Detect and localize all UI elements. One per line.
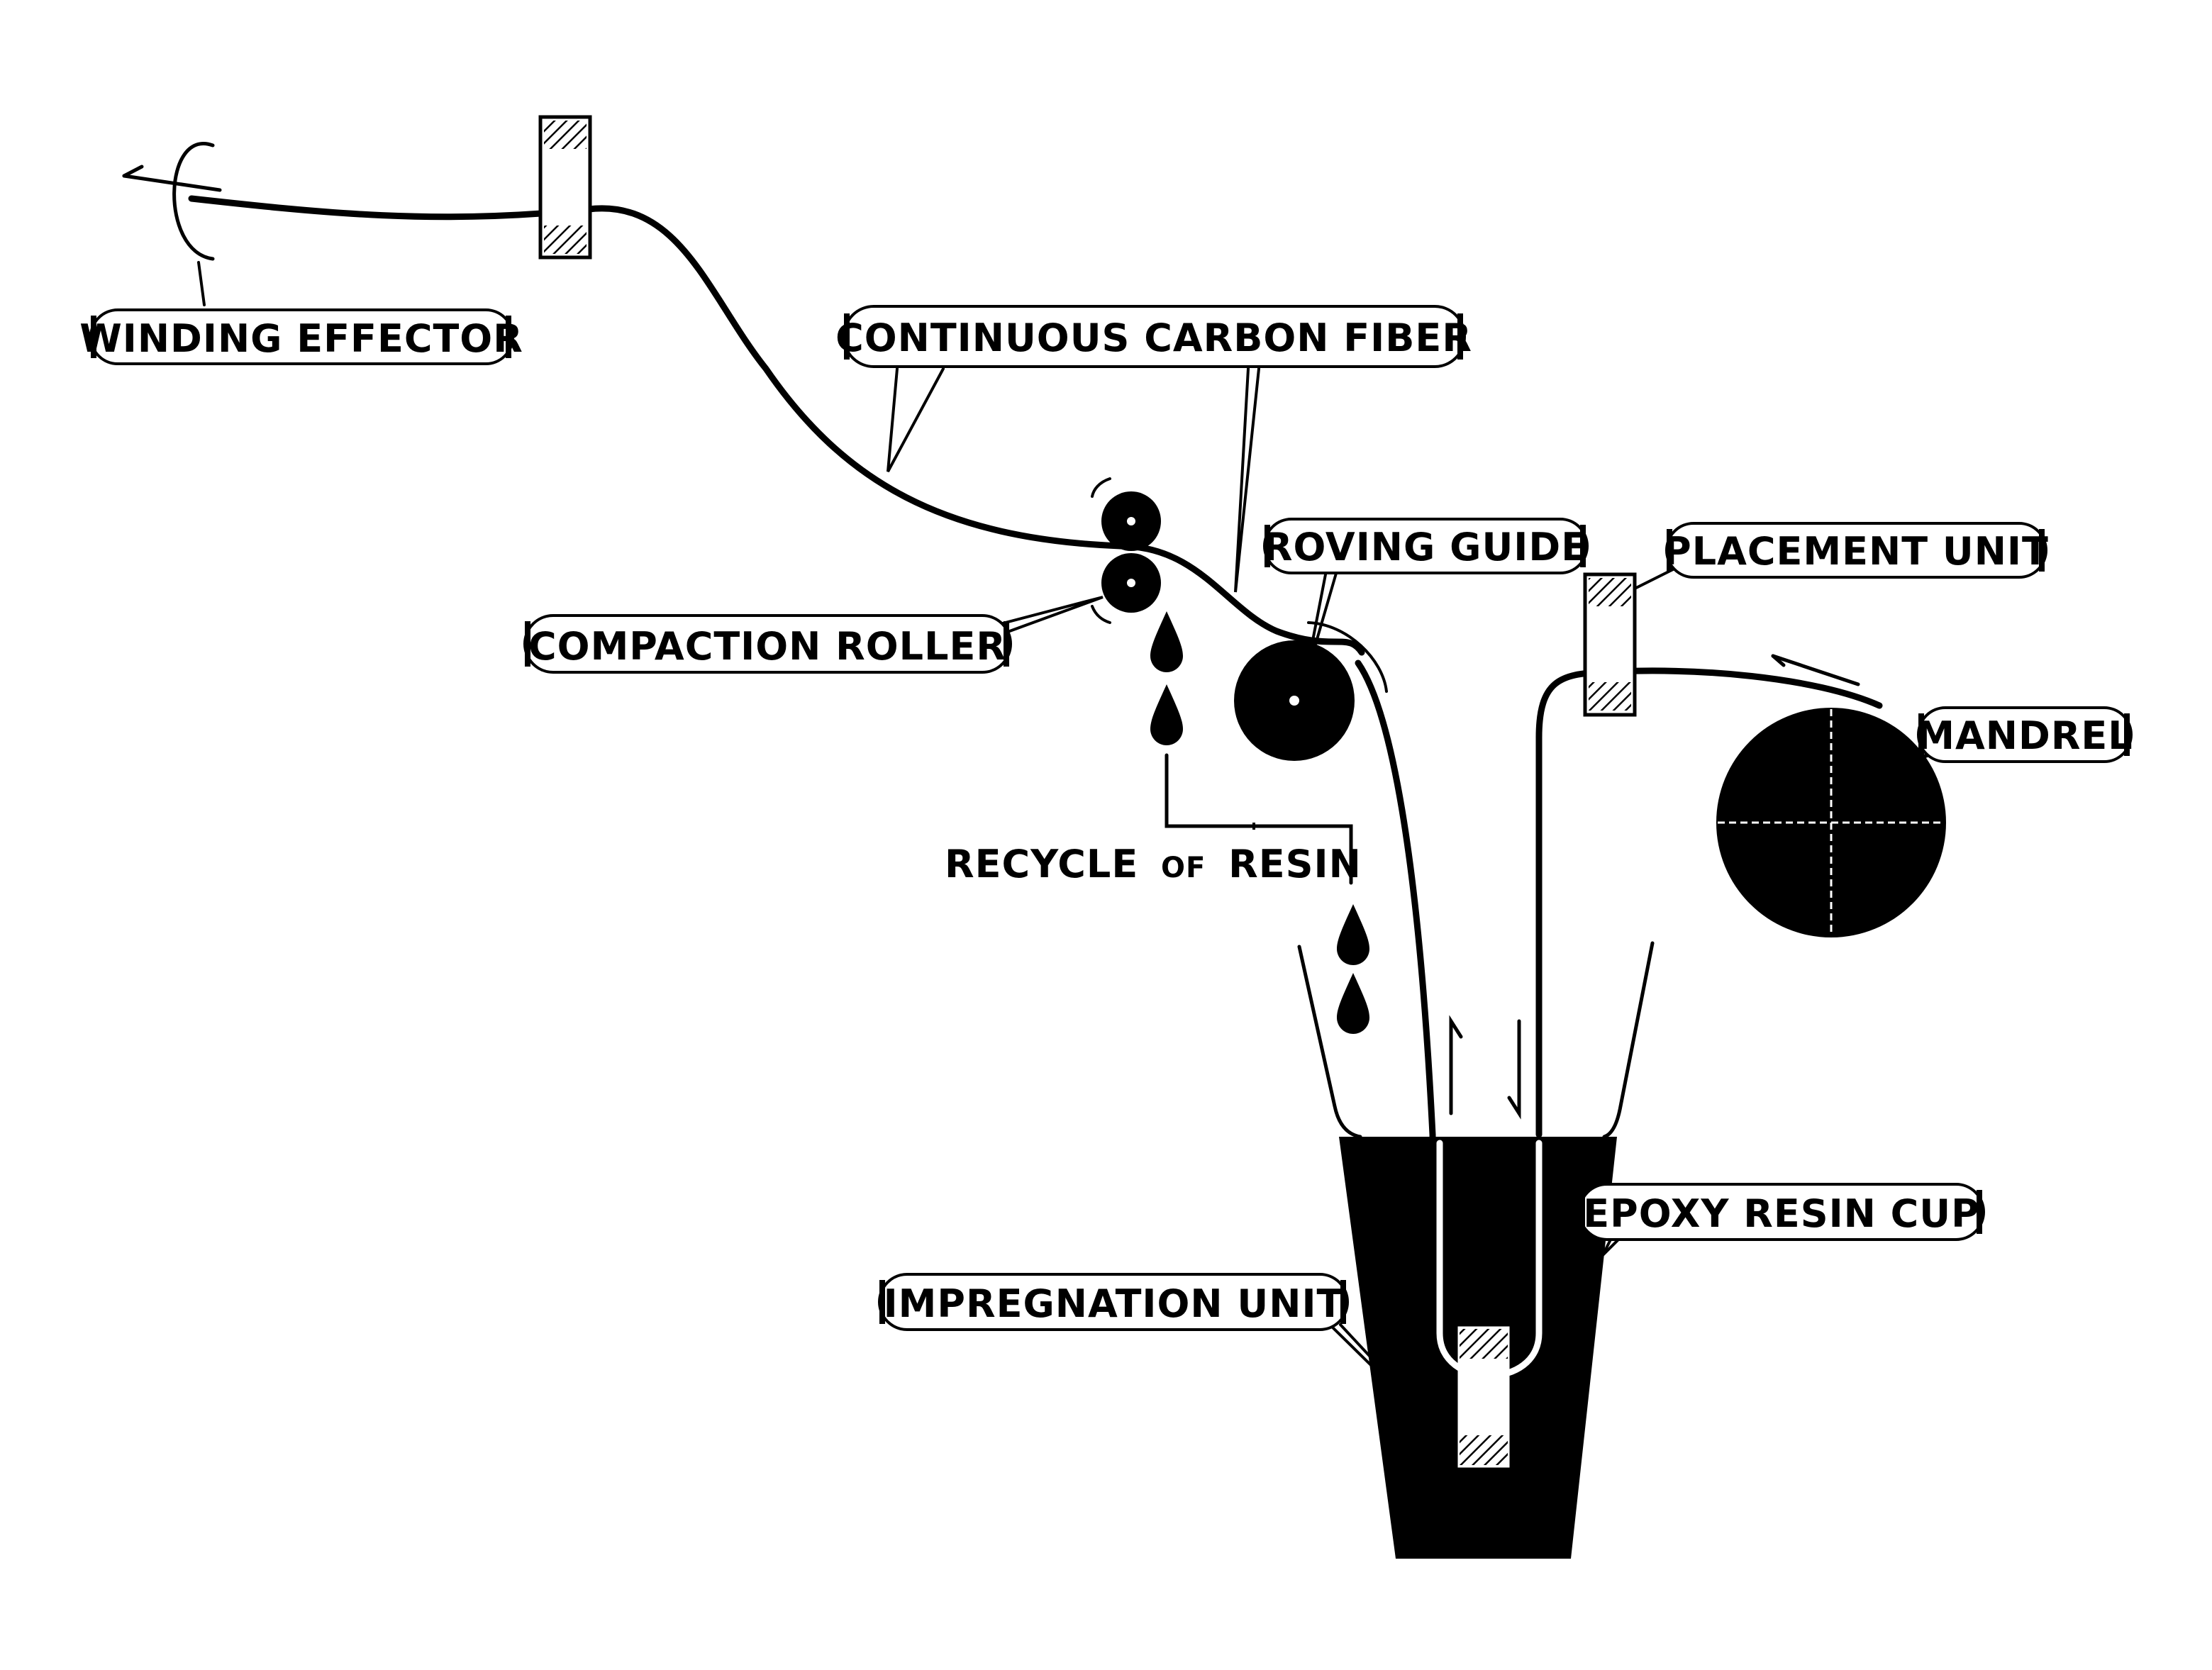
impregnation-unit [1454, 1323, 1513, 1471]
label-impregnation-unit: IMPREGNATION UNIT [878, 1273, 1349, 1331]
resin-drop-icon [1150, 684, 1183, 745]
direction-arrow-icon [1507, 1019, 1521, 1120]
label-text: WINDING EFFECTOR [79, 316, 523, 361]
label-recycle-of-resin: RECYCLE OF RESIN [945, 842, 1362, 886]
mandrel [1716, 654, 1946, 937]
label-epoxy-resin-cup: EPOXY RESIN CUP [1578, 1183, 1985, 1241]
label-continuous-carbon-fiber: CONTINUOUS CARBON FIBER [835, 305, 1472, 368]
placement-unit [1583, 572, 1637, 717]
label-text: ROVING GUIDE [1263, 525, 1588, 569]
callout-leaders [887, 367, 1938, 1448]
compaction-roller [1091, 477, 1161, 624]
label-text: MANDREL [1916, 713, 2133, 758]
label-text: RECYCLE OF RESIN [945, 842, 1362, 886]
label-text: COMPACTION ROLLER [528, 624, 1006, 669]
label-placement-unit: PLACEMENT UNIT [1663, 522, 2049, 579]
winding-effector [122, 142, 222, 306]
fiber-guide-block [538, 115, 592, 260]
resin-drop-icon [1337, 904, 1369, 965]
label-text: PLACEMENT UNIT [1663, 529, 2049, 574]
resin-drops [1150, 611, 1369, 1034]
resin-drop-icon [1150, 611, 1183, 672]
rotation-arrow-icon [172, 142, 215, 261]
label-roving-guide: ROVING GUIDE [1263, 518, 1589, 574]
cup-wall-right [1602, 941, 1655, 1139]
label-text: CONTINUOUS CARBON FIBER [835, 316, 1472, 360]
label-compaction-roller: COMPACTION ROLLER [523, 614, 1012, 674]
flow-arrows [1449, 1015, 1521, 1120]
direction-arrow-icon [1449, 1015, 1463, 1115]
recycle-bracket [1165, 753, 1353, 885]
label-mandrel: MANDREL [1916, 706, 2133, 763]
roving-guide [1234, 621, 1388, 761]
resin-drop-icon [1337, 973, 1369, 1034]
rotation-arrow-icon [1091, 605, 1111, 624]
cup-wall-left [1297, 945, 1362, 1139]
direction-arrow-icon [1771, 654, 1860, 686]
rotation-arrow-icon [1091, 477, 1111, 498]
label-text: IMPREGNATION UNIT [884, 1281, 1344, 1326]
label-winding-effector: WINDING EFFECTOR [79, 308, 523, 365]
label-text: EPOXY RESIN CUP [1583, 1191, 1979, 1236]
